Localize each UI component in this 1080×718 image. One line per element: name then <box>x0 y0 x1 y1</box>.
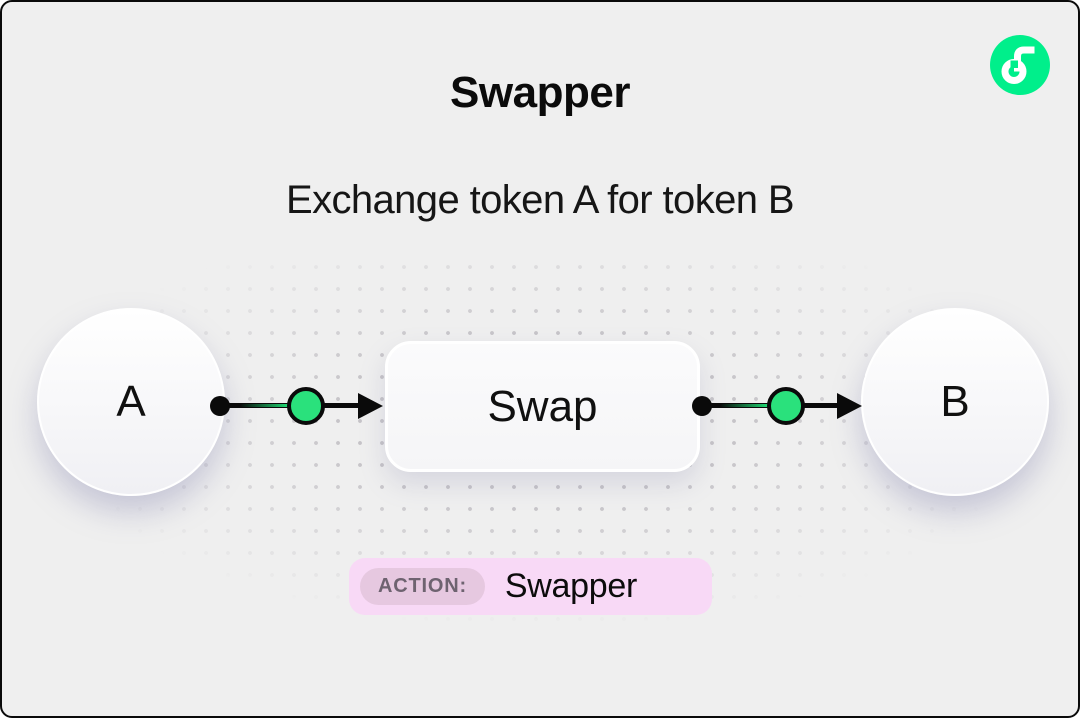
edge-green-segment <box>720 404 768 407</box>
token-node-b: B <box>861 308 1049 496</box>
swap-action-node: Swap <box>385 341 700 472</box>
edge-green-segment <box>240 404 288 407</box>
action-badge-label: ACTION: <box>378 575 467 597</box>
token-node-a: A <box>37 308 225 496</box>
action-badge: ACTION: Swapper <box>349 558 712 615</box>
page-title: Swapper <box>450 68 630 117</box>
arrowhead-icon <box>837 393 862 419</box>
token-b-label: B <box>940 377 970 426</box>
token-a-label: A <box>116 377 146 426</box>
edge-port-circle <box>767 387 805 425</box>
action-badge-pill: ACTION: <box>360 568 485 605</box>
flow-logo-icon <box>990 35 1050 95</box>
swap-label: Swap <box>487 381 598 431</box>
arrowhead-icon <box>358 393 383 419</box>
page-subtitle: Exchange token A for token B <box>285 178 795 222</box>
action-badge-value: Swapper <box>504 567 638 605</box>
edge-port-circle <box>287 387 325 425</box>
